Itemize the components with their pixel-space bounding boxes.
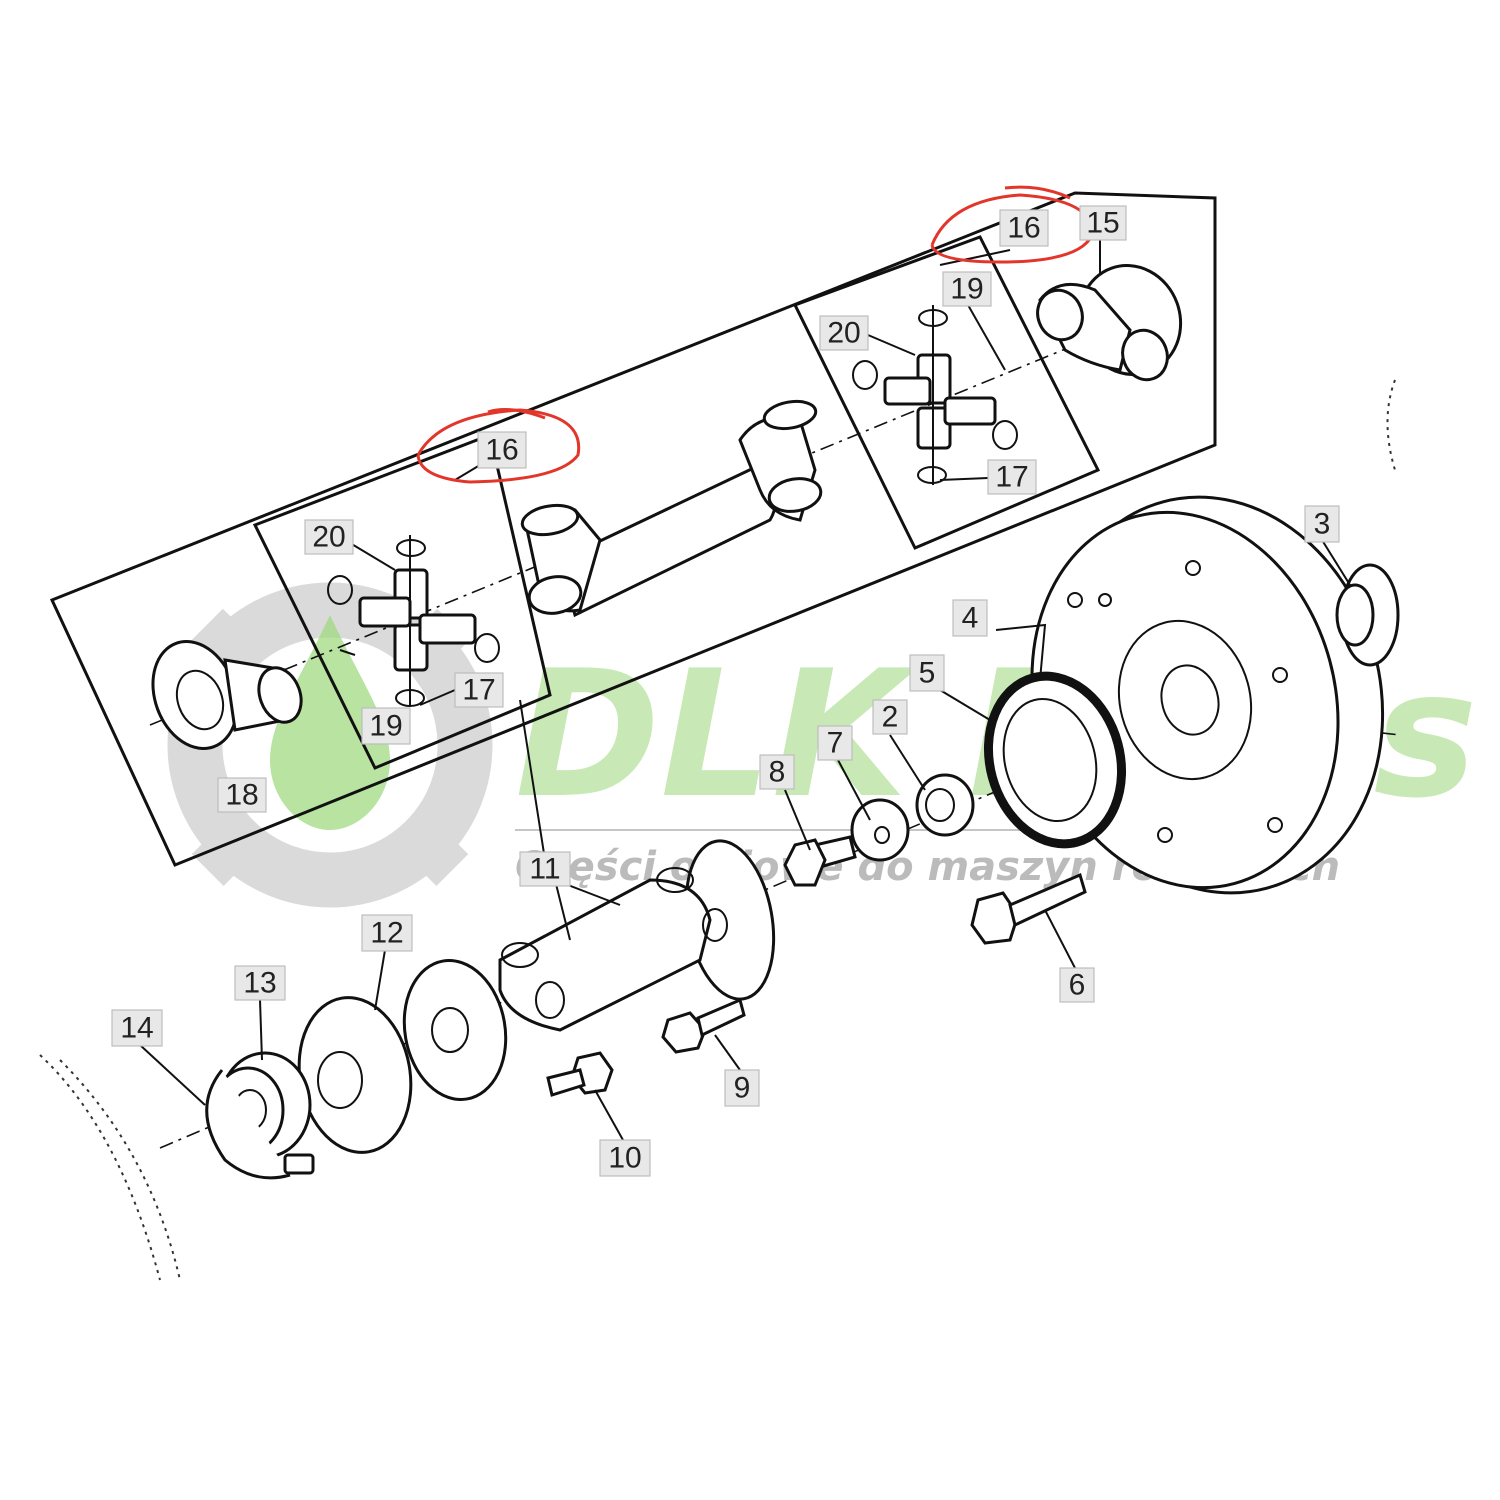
svg-text:16: 16 xyxy=(1007,212,1040,245)
callout-18: 18 xyxy=(217,777,267,813)
oil-seal-4 xyxy=(983,671,1127,849)
leader-lines xyxy=(139,240,1351,1141)
svg-text:15: 15 xyxy=(1086,207,1119,240)
bolt-8 xyxy=(783,835,857,887)
svg-text:20: 20 xyxy=(827,317,860,350)
callout-5: 5 xyxy=(909,654,945,692)
callout-3: 3 xyxy=(1304,505,1340,543)
universal-joint-right xyxy=(852,305,1018,485)
svg-text:16: 16 xyxy=(485,434,518,467)
callout-9: 9 xyxy=(724,1069,760,1107)
svg-text:8: 8 xyxy=(769,756,786,789)
svg-text:17: 17 xyxy=(995,461,1028,494)
washer-7 xyxy=(850,798,910,862)
coupling-shaft-11 xyxy=(498,839,776,1032)
svg-text:19: 19 xyxy=(369,710,402,743)
callout-8: 8 xyxy=(759,754,795,790)
callout-7: 7 xyxy=(817,725,853,761)
svg-text:13: 13 xyxy=(243,967,276,1000)
callout-17-right: 17 xyxy=(987,459,1037,495)
svg-text:5: 5 xyxy=(919,657,936,690)
callout-14: 14 xyxy=(111,1009,163,1047)
svg-text:10: 10 xyxy=(608,1142,641,1175)
svg-text:4: 4 xyxy=(962,602,979,635)
callout-15: 15 xyxy=(1079,205,1127,241)
bolt-9 xyxy=(661,997,746,1054)
callout-20-left: 20 xyxy=(304,519,354,555)
callout-4: 4 xyxy=(952,599,988,637)
svg-text:2: 2 xyxy=(882,701,899,734)
universal-joint-left xyxy=(327,535,500,707)
svg-text:6: 6 xyxy=(1069,969,1086,1002)
callout-2: 2 xyxy=(872,699,908,735)
flange-yoke-15 xyxy=(1036,264,1183,382)
callout-10: 10 xyxy=(599,1139,651,1177)
svg-text:7: 7 xyxy=(827,727,844,760)
svg-text:11: 11 xyxy=(529,853,560,886)
bushing-2 xyxy=(915,773,975,837)
drive-shaft-tube-16 xyxy=(520,399,823,618)
callout-13: 13 xyxy=(234,965,286,1001)
svg-text:17: 17 xyxy=(462,674,495,707)
hub-flange-3 xyxy=(1335,563,1400,667)
svg-text:19: 19 xyxy=(950,273,983,306)
svg-text:18: 18 xyxy=(225,779,258,812)
svg-text:12: 12 xyxy=(370,917,403,950)
svg-text:9: 9 xyxy=(734,1072,751,1105)
callout-6: 6 xyxy=(1059,967,1095,1003)
flange-plate-12 xyxy=(297,959,508,1154)
callout-17-left: 17 xyxy=(454,672,504,708)
callout-19-right: 19 xyxy=(942,271,992,307)
svg-text:3: 3 xyxy=(1314,508,1331,541)
callout-16-right: 16 xyxy=(999,209,1049,247)
svg-text:14: 14 xyxy=(120,1012,153,1045)
driveshaft-assembly-frame xyxy=(49,191,1217,867)
callout-16-left: 16 xyxy=(477,431,527,469)
flange-yoke-18 xyxy=(151,640,303,750)
svg-text:20: 20 xyxy=(312,521,345,554)
bolt-6 xyxy=(970,872,1087,945)
callout-11: 11 xyxy=(519,851,571,887)
callout-19-left: 19 xyxy=(361,707,411,745)
callout-12: 12 xyxy=(361,914,413,952)
snap-ring-14 xyxy=(205,1069,315,1180)
bolt-10 xyxy=(546,1051,614,1097)
callout-20-right: 20 xyxy=(819,315,869,351)
